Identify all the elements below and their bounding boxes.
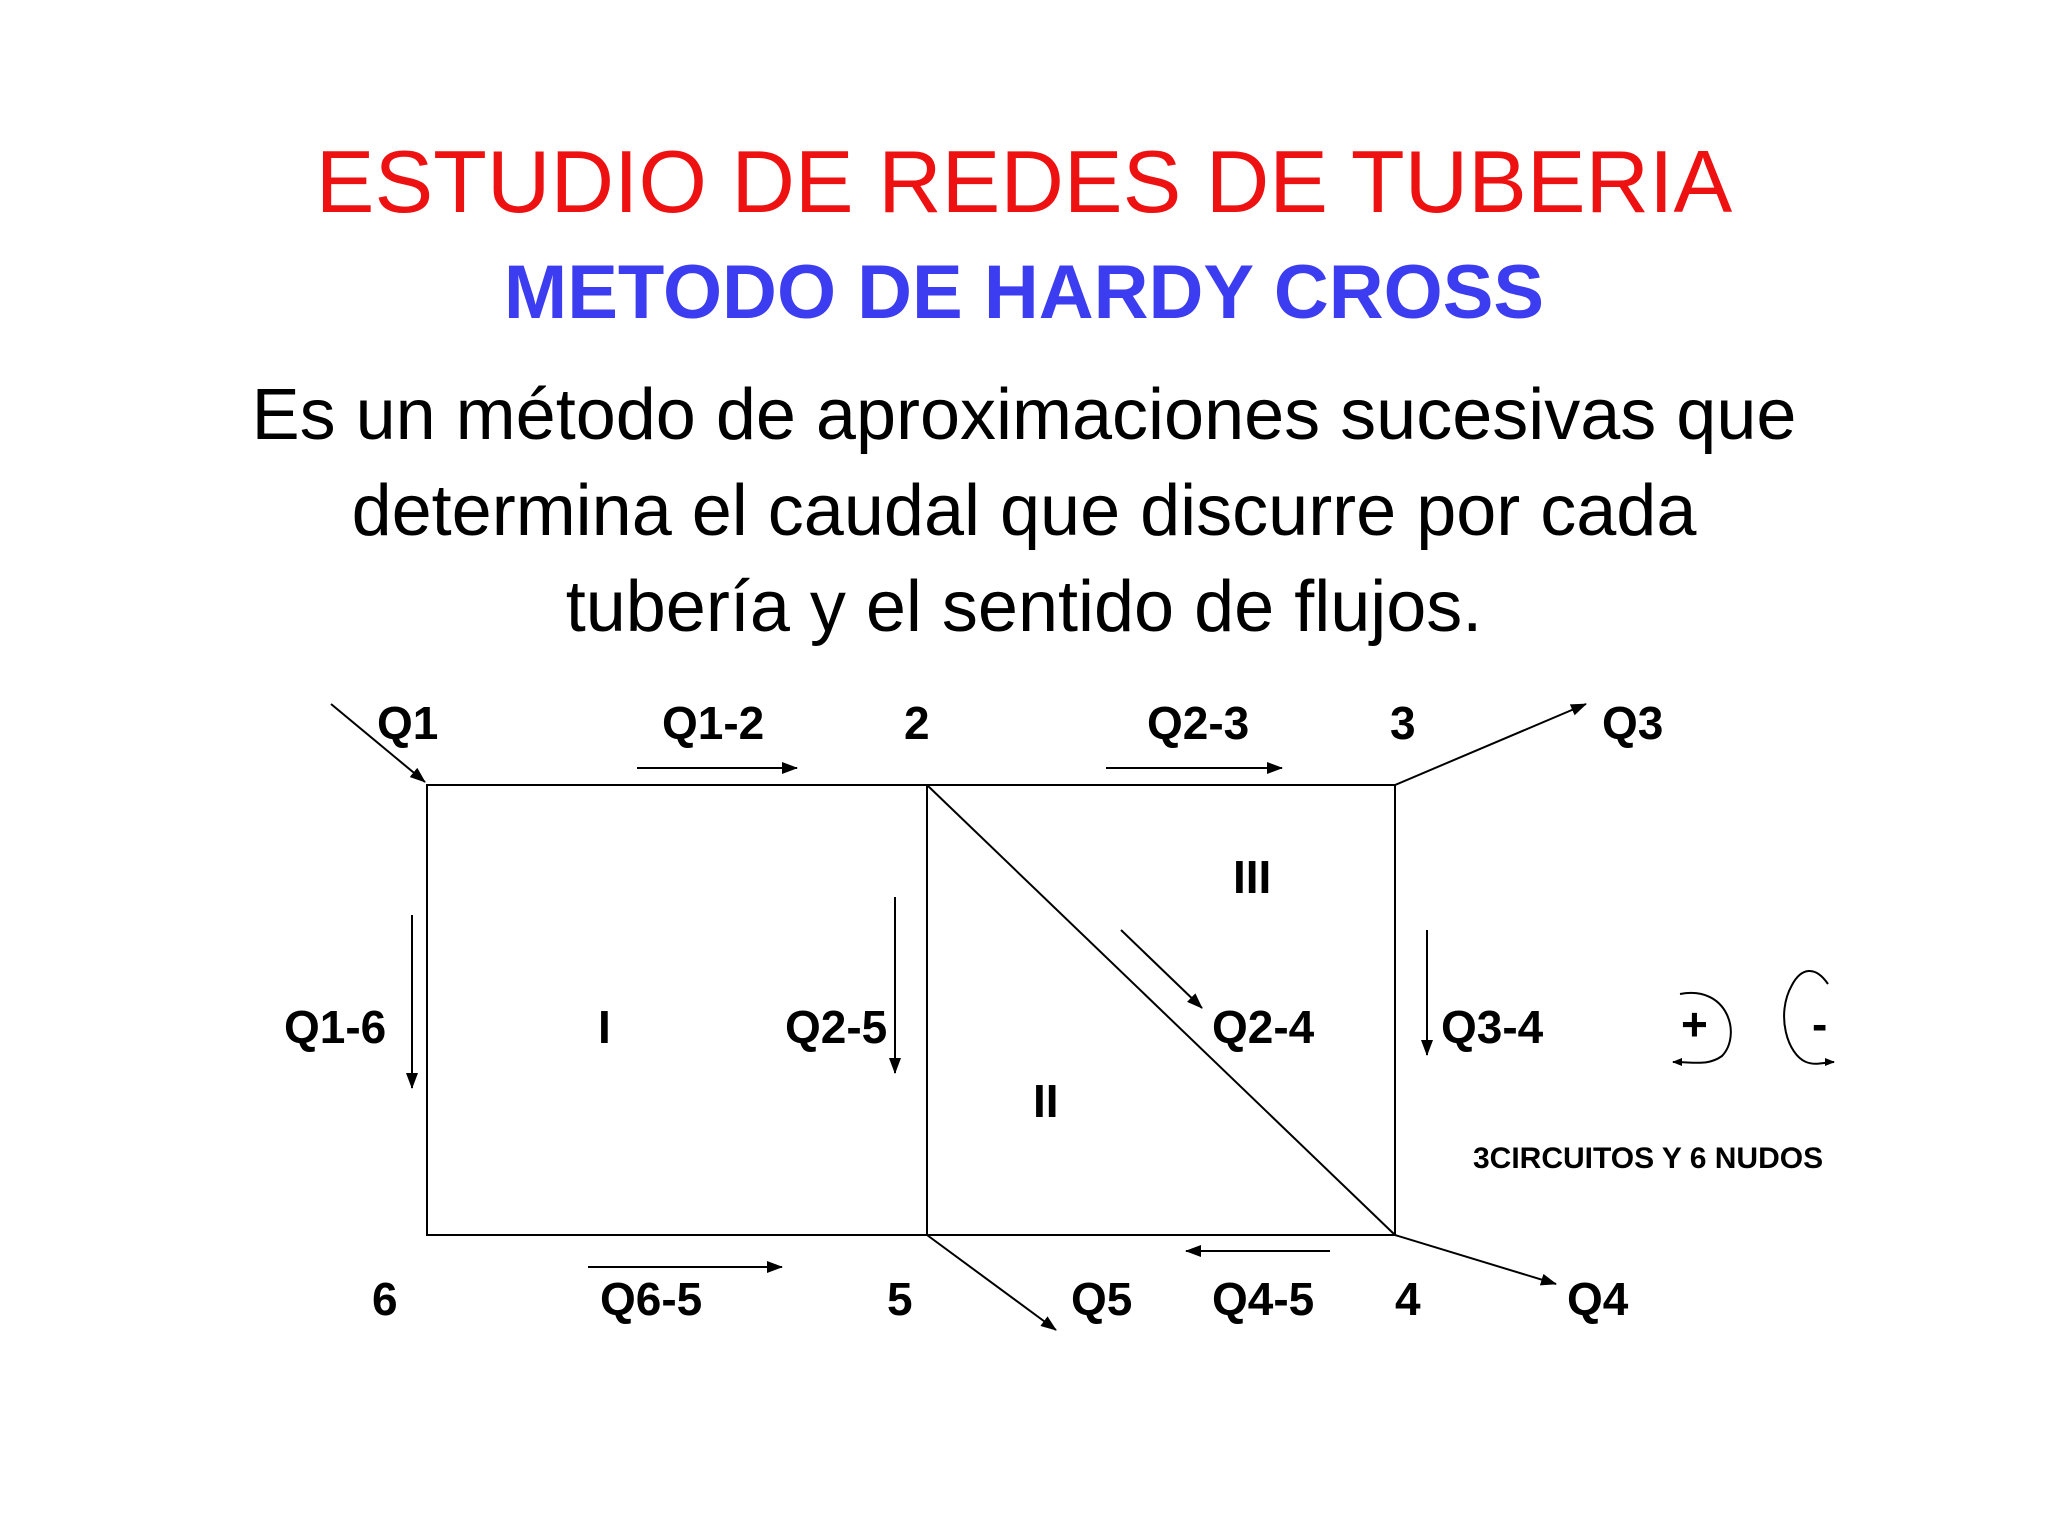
circuit-II: II — [1033, 1075, 1059, 1127]
label-q3-4: Q3-4 — [1441, 1001, 1544, 1053]
circuit-labels: I II III — [598, 851, 1271, 1127]
label-q2-4: Q2-4 — [1212, 1001, 1315, 1053]
sign-minus: - — [1812, 998, 1827, 1050]
flow-labels: Q1 Q1-2 Q2-3 Q3 Q1-6 Q2-5 Q2-4 Q3-4 Q6-5… — [284, 697, 1663, 1325]
label-q1-6: Q1-6 — [284, 1001, 386, 1053]
node-6: 6 — [372, 1273, 398, 1325]
label-q3: Q3 — [1602, 697, 1663, 749]
description-line: Es un método de aproximaciones sucesivas… — [251, 375, 1797, 455]
arrow-q2-4 — [1120, 929, 1203, 1009]
arrow-q4 — [1394, 1234, 1557, 1286]
node-labels: 2 3 4 5 6 — [372, 697, 1421, 1325]
node-3: 3 — [1390, 697, 1416, 749]
label-q2-3: Q2-3 — [1147, 697, 1249, 749]
label-q1: Q1 — [377, 697, 438, 749]
node-2: 2 — [904, 697, 930, 749]
flow-arrows — [330, 703, 1587, 1331]
label-q4: Q4 — [1567, 1273, 1629, 1325]
arrow-q5 — [926, 1234, 1057, 1331]
node-5: 5 — [887, 1273, 913, 1325]
pipe-network — [426, 784, 1396, 1236]
slide-title: ESTUDIO DE REDES DE TUBERIA — [315, 132, 1733, 231]
label-q5: Q5 — [1071, 1273, 1132, 1325]
label-q2-5: Q2-5 — [785, 1001, 887, 1053]
circuit-III: III — [1233, 851, 1271, 903]
description: Es un método de aproximaciones sucesivas… — [100, 367, 1948, 655]
label-q1-2: Q1-2 — [662, 697, 764, 749]
label-q6-5: Q6-5 — [600, 1273, 702, 1325]
circuit-II-III-loop — [926, 784, 1396, 1236]
clockwise-arrow-icon — [1672, 991, 1732, 1067]
sign-convention: + - — [1672, 970, 1835, 1067]
counterclockwise-arrow-icon — [1783, 970, 1835, 1067]
arrow-q1 — [330, 703, 426, 783]
node-4: 4 — [1395, 1273, 1421, 1325]
slide-subtitle: METODO DE HARDY CROSS — [503, 250, 1545, 335]
pipe-2-4 — [926, 784, 1396, 1236]
description-line: tubería y el sentido de flujos. — [565, 567, 1483, 647]
circuits-nodes-note: 3CIRCUITOS Y 6 NUDOS — [1473, 1142, 1823, 1175]
circuit-I: I — [598, 1001, 611, 1053]
arrow-q3 — [1394, 703, 1587, 786]
label-q4-5: Q4-5 — [1212, 1273, 1314, 1325]
description-line: determina el caudal que discurre por cad… — [351, 471, 1697, 551]
sign-plus: + — [1681, 998, 1708, 1050]
